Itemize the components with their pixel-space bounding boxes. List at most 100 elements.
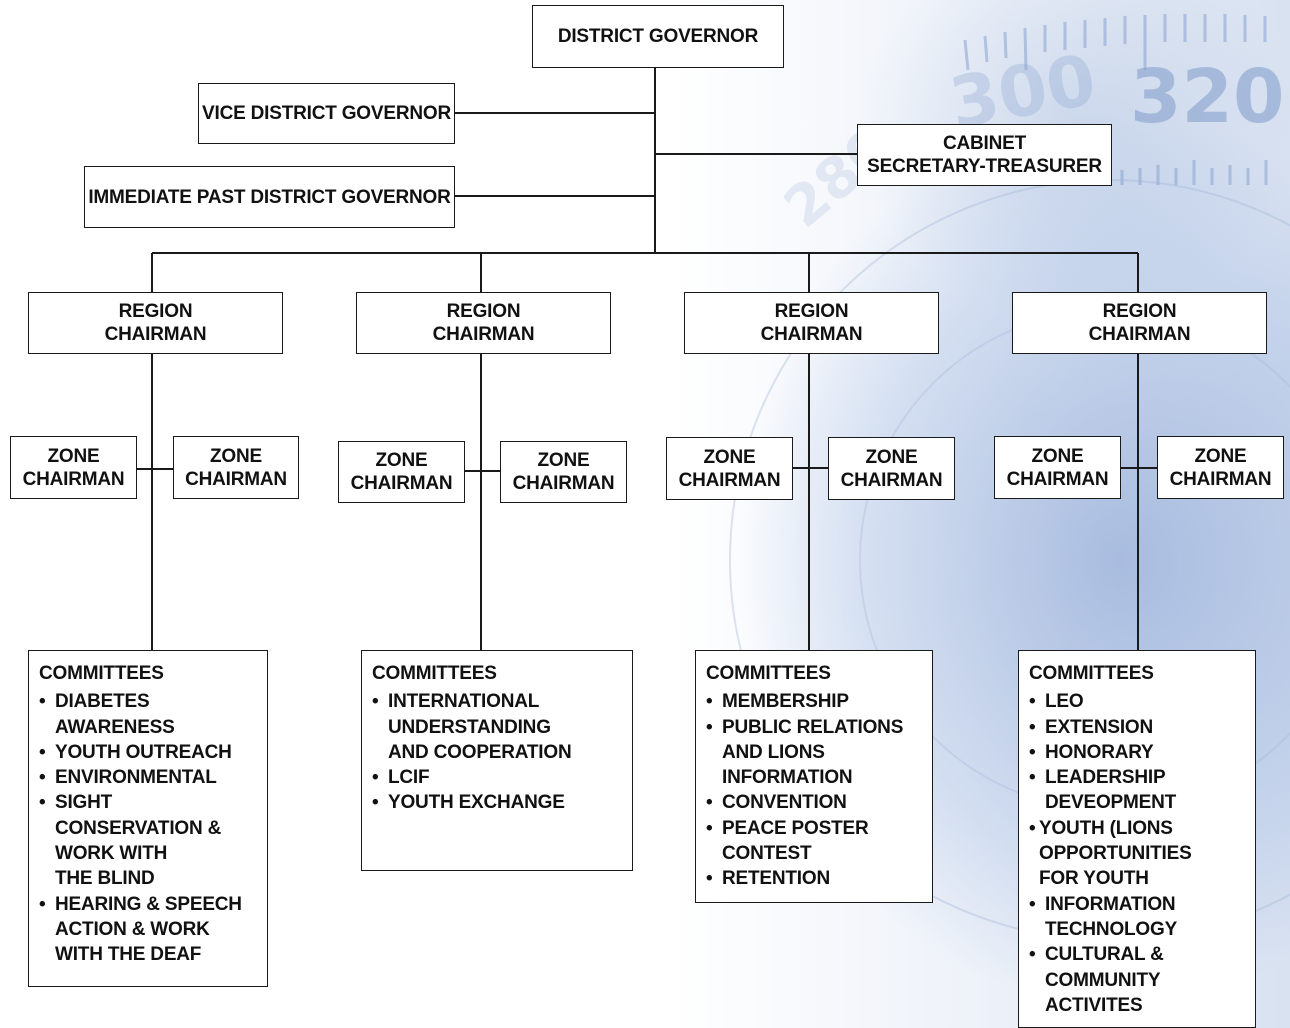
- zone-label: ZONE: [537, 450, 590, 471]
- committee-item: • SIGHT CONSERVATION & WORK WITH THE BLI…: [39, 790, 259, 891]
- committee-item-label: CULTURAL & COMMUNITY ACTIVITES: [1045, 944, 1164, 1016]
- bullet-glyph: •: [1029, 944, 1036, 966]
- committee-item-label: PUBLIC RELATIONS AND LIONS INFORMATION: [722, 716, 904, 789]
- zone-chairman-box-2a: ZONE CHAIRMAN: [338, 441, 465, 503]
- immediate-past-district-governor-box: IMMEDIATE PAST DISTRICT GOVERNOR: [84, 166, 455, 228]
- region-label: REGION: [1102, 301, 1177, 322]
- committees-box-2: COMMITTEES • INTERNATIONAL UNDERSTANDING…: [361, 650, 633, 871]
- region-label: REGION: [446, 301, 521, 322]
- committee-item: • INFORMATION TECHNOLOGY: [1029, 892, 1247, 943]
- zone-chairman-box-4b: ZONE CHAIRMAN: [1157, 436, 1284, 499]
- bullet-glyph: •: [372, 792, 379, 814]
- region-chairman-box-3: REGION CHAIRMAN: [684, 292, 939, 354]
- bullet-glyph: •: [39, 691, 46, 713]
- bullet-glyph: •: [706, 691, 713, 713]
- zone-chairman-box-1a: ZONE CHAIRMAN: [10, 436, 137, 499]
- zone-label: ZONE: [703, 446, 756, 468]
- committee-item-label: EXTENSION: [1045, 716, 1153, 738]
- bullet-glyph: •: [1029, 893, 1036, 915]
- committee-list: • MEMBERSHIP• PUBLIC RELATIONS AND LIONS…: [706, 689, 924, 891]
- committee-item: • MEMBERSHIP: [706, 689, 924, 714]
- dial-ticks: [963, 14, 1268, 185]
- bullet-glyph: •: [706, 716, 713, 738]
- vice-district-governor-label: VICE DISTRICT GOVERNOR: [202, 103, 451, 124]
- committee-item-label: YOUTH (LIONS OPPORTUNITIES FOR YOUTH: [1039, 817, 1192, 890]
- committee-list: • DIABETES AWARENESS• YOUTH OUTREACH• EN…: [39, 689, 259, 967]
- bullet-glyph: •: [372, 767, 379, 789]
- bullet-glyph: •: [1029, 741, 1036, 763]
- bullet-glyph: •: [1029, 817, 1036, 839]
- bullet-glyph: •: [39, 767, 46, 789]
- committee-item-label: MEMBERSHIP: [722, 691, 849, 713]
- committee-item-label: DIABETES AWARENESS: [55, 691, 175, 738]
- zone-label: ZONE: [1031, 445, 1084, 467]
- bullet-glyph: •: [39, 792, 46, 814]
- committee-item: • PEACE POSTER CONTEST: [706, 816, 924, 867]
- committee-item: • HONORARY: [1029, 740, 1247, 765]
- committee-item-label: RETENTION: [722, 868, 830, 890]
- committee-item: • PUBLIC RELATIONS AND LIONS INFORMATION: [706, 715, 924, 791]
- zone-chairman-box-3a: ZONE CHAIRMAN: [666, 437, 793, 500]
- chairman-label: CHAIRMAN: [104, 324, 207, 345]
- bullet-glyph: •: [39, 893, 46, 915]
- bullet-glyph: •: [1029, 716, 1036, 738]
- committee-item: • EXTENSION: [1029, 715, 1247, 740]
- bullet-glyph: •: [39, 741, 46, 763]
- committee-item: • LEADERSHIP DEVEOPMENT: [1029, 765, 1247, 816]
- zone-chairman-box-1b: ZONE CHAIRMAN: [173, 436, 299, 499]
- zone-label: ZONE: [375, 450, 428, 471]
- immediate-past-district-governor-label: IMMEDIATE PAST DISTRICT GOVERNOR: [88, 186, 451, 208]
- committee-item-label: LCIF: [388, 767, 430, 789]
- committee-list: • INTERNATIONAL UNDERSTANDING AND COOPER…: [372, 689, 624, 815]
- bullet-glyph: •: [706, 792, 713, 814]
- committee-item: • YOUTH EXCHANGE: [372, 790, 624, 815]
- chairman-label: CHAIRMAN: [760, 324, 863, 345]
- committee-item: • CONVENTION: [706, 790, 924, 815]
- committee-item-label: PEACE POSTER CONTEST: [722, 817, 869, 865]
- committee-item: • LCIF: [372, 765, 624, 790]
- committee-item: • RETENTION: [706, 866, 924, 891]
- chairman-label: CHAIRMAN: [678, 469, 781, 491]
- chairman-label: CHAIRMAN: [1006, 468, 1109, 490]
- chairman-label: CHAIRMAN: [1169, 468, 1272, 490]
- committee-list: • LEO• EXTENSION• HONORARY• LEADERSHIP D…: [1029, 689, 1247, 1018]
- region-chairman-box-2: REGION CHAIRMAN: [356, 292, 611, 354]
- dial-number-320: 320: [1130, 54, 1284, 140]
- committees-box-4: COMMITTEES • LEO• EXTENSION• HONORARY• L…: [1018, 650, 1256, 1028]
- zone-chairman-box-4a: ZONE CHAIRMAN: [994, 436, 1121, 499]
- chairman-label: CHAIRMAN: [350, 473, 453, 494]
- chairman-label: CHAIRMAN: [840, 469, 943, 491]
- vice-district-governor-box: VICE DISTRICT GOVERNOR: [198, 83, 455, 144]
- bullet-glyph: •: [706, 868, 713, 890]
- committee-item-label: ENVIRONMENTAL: [55, 767, 217, 789]
- committee-item-label: HONORARY: [1045, 741, 1154, 763]
- zone-label: ZONE: [1194, 445, 1247, 467]
- committee-item-label: SIGHT CONSERVATION & WORK WITH THE BLIND: [55, 792, 222, 890]
- zone-label: ZONE: [865, 446, 918, 468]
- committees-title: COMMITTEES: [1029, 663, 1154, 684]
- cabinet-label: CABINET: [942, 133, 1027, 154]
- committee-item-label: INFORMATION TECHNOLOGY: [1045, 893, 1178, 940]
- secretary-treasurer-label: SECRETARY-TREASURER: [867, 156, 1102, 177]
- committee-item-label: YOUTH EXCHANGE: [388, 792, 565, 814]
- committee-item: • ENVIRONMENTAL: [39, 765, 259, 790]
- chairman-label: CHAIRMAN: [432, 324, 535, 345]
- chairman-label: CHAIRMAN: [185, 468, 287, 490]
- committee-item-label: LEO: [1045, 691, 1084, 713]
- bullet-glyph: •: [1029, 691, 1036, 713]
- committee-item-label: HEARING & SPEECH ACTION & WORK WITH THE …: [55, 893, 242, 966]
- committee-item-label: YOUTH OUTREACH: [55, 741, 232, 763]
- committee-item: • INTERNATIONAL UNDERSTANDING AND COOPER…: [372, 689, 624, 765]
- zone-chairman-box-2b: ZONE CHAIRMAN: [500, 441, 627, 503]
- committee-item-label: INTERNATIONAL UNDERSTANDING AND COOPERAT…: [388, 691, 572, 763]
- committee-item-label: LEADERSHIP DEVEOPMENT: [1045, 767, 1177, 814]
- zone-chairman-box-3b: ZONE CHAIRMAN: [828, 437, 955, 500]
- committee-item: • YOUTH OUTREACH: [39, 740, 259, 765]
- chairman-label: CHAIRMAN: [1088, 324, 1191, 345]
- committee-item: • HEARING & SPEECH ACTION & WORK WITH TH…: [39, 892, 259, 968]
- chairman-label: CHAIRMAN: [22, 468, 125, 490]
- committee-item: •YOUTH (LIONS OPPORTUNITIES FOR YOUTH: [1029, 816, 1247, 892]
- zone-label: ZONE: [47, 445, 100, 467]
- committees-title: COMMITTEES: [372, 663, 497, 684]
